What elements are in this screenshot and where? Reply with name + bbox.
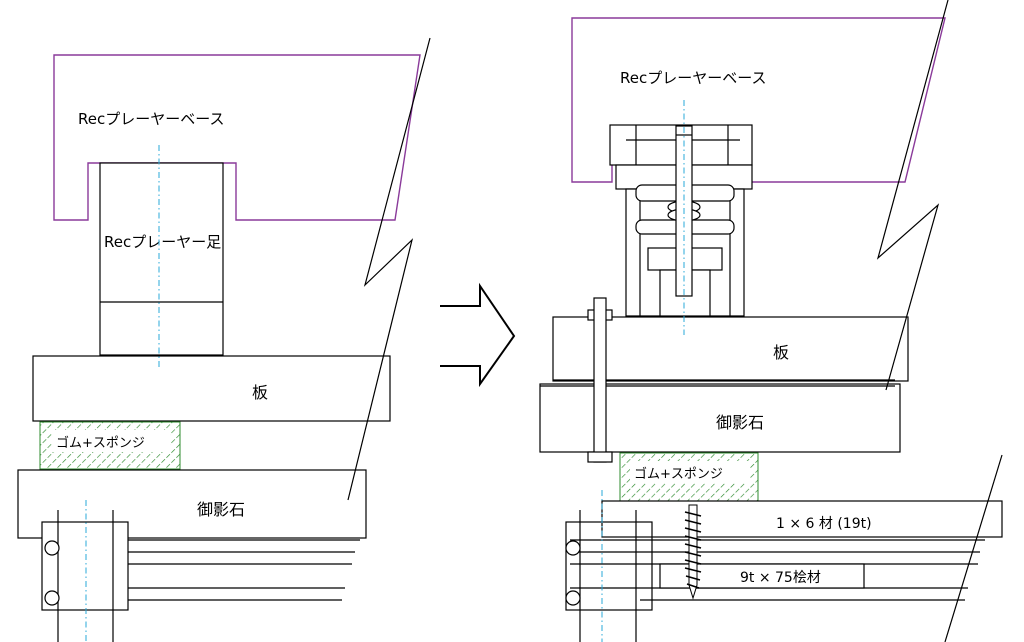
before-rack-leg	[41, 510, 129, 642]
after-wood-screw	[684, 504, 702, 600]
before-board	[32, 355, 391, 422]
after-through-bolt	[587, 297, 613, 463]
after-diagram: Recプレーヤーベース 板 御影石	[539, 0, 1003, 642]
before-diagram: Recプレーヤーベース Recプレーヤー足 板 ゴム+スポンジ 御影石	[17, 37, 431, 642]
after-cypress-strip-label: 9t × 75桧材	[740, 570, 821, 586]
after-1x6-lumber-label: 1 × 6 材 (19t)	[776, 516, 872, 532]
before-granite-label: 御影石	[197, 500, 245, 519]
after-pad-label-bg	[630, 461, 750, 483]
after-pad-label: ゴム+スポンジ	[634, 466, 723, 482]
right-arrow-icon	[440, 282, 516, 388]
after-1x6-lumber	[601, 500, 1003, 538]
before-pad-label: ゴム+スポンジ	[56, 435, 145, 451]
before-break-line	[347, 37, 431, 501]
after-board-label: 板	[773, 343, 789, 362]
after-granite-label: 御影石	[716, 413, 764, 432]
after-insulator-foot	[609, 124, 753, 317]
after-break-line-lower	[944, 454, 1003, 642]
before-pad-label-bg	[52, 430, 170, 452]
after-break-line-upper	[876, 0, 949, 391]
before-player-foot	[99, 162, 224, 356]
before-player-foot-label: Recプレーヤー足	[104, 233, 221, 251]
after-board	[552, 316, 909, 382]
before-board-label: 板	[252, 383, 268, 402]
after-player-base-label: Recプレーヤーベース	[620, 69, 766, 87]
after-rack-leg	[565, 510, 653, 642]
before-player-base-label: Recプレーヤーベース	[78, 110, 224, 128]
